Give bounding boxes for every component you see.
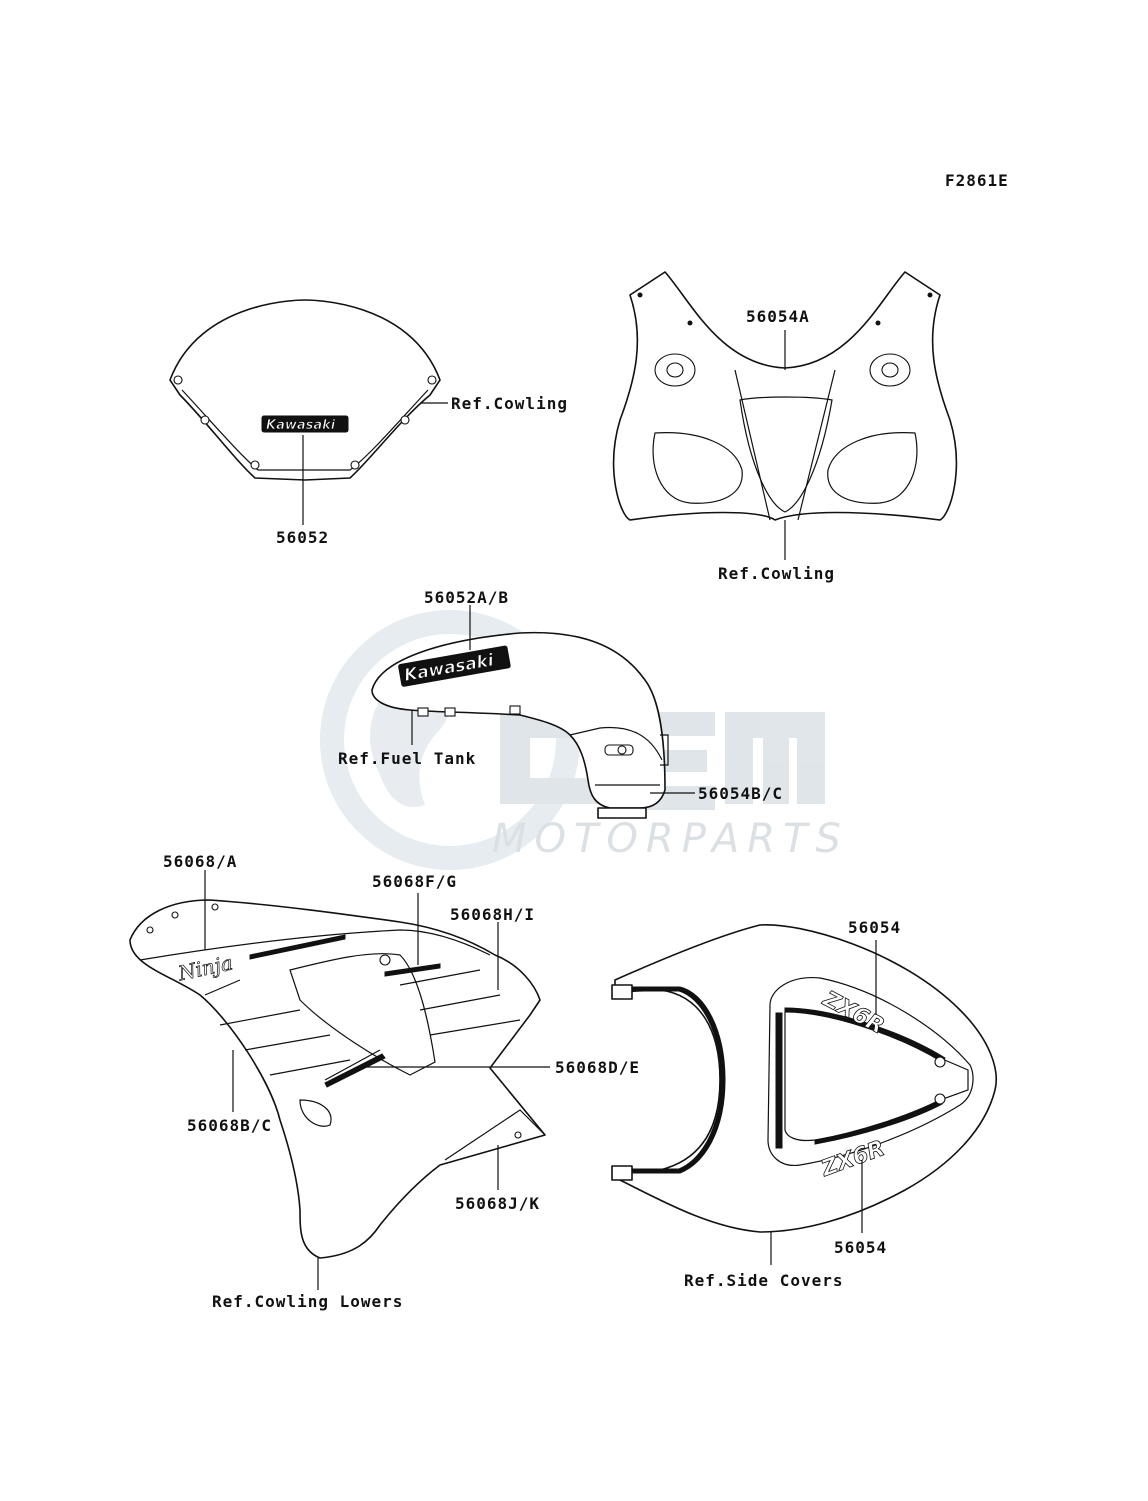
windshield-decal-text: Kawasaki: [266, 418, 336, 433]
fuel-tank-part: Kawasaki: [371, 631, 669, 819]
cowling-side-part: Ninja: [129, 899, 546, 1259]
label-56068FG: 56068F/G: [372, 872, 457, 891]
label-56052AB: 56052A/B: [424, 588, 509, 607]
ref-cowling-lowers: Ref.Cowling Lowers: [212, 1292, 403, 1311]
figure-code: F2861E: [945, 171, 1009, 190]
label-56068A: 56068/A: [163, 852, 237, 871]
label-56068JK: 56068J/K: [455, 1194, 540, 1213]
watermark-globe: [320, 610, 580, 870]
upper-cowling-part: [612, 271, 958, 521]
label-56068HI: 56068H/I: [450, 905, 535, 924]
watermark-continent: [370, 682, 449, 807]
ref-side-covers: Ref.Side Covers: [684, 1271, 844, 1290]
windshield-decal: Kawasaki: [261, 415, 349, 433]
label-56054-bottom: 56054: [834, 1238, 887, 1257]
windshield-part: Kawasaki: [169, 299, 441, 481]
label-56068BC: 56068B/C: [187, 1116, 272, 1135]
side-covers-part: ZX6R ZX6R: [611, 924, 997, 1233]
label-56054-top: 56054: [848, 918, 901, 937]
watermark-text: MOTORPARTS: [492, 816, 849, 862]
ref-cowling-windshield: Ref.Cowling: [451, 394, 568, 413]
label-56054A: 56054A: [746, 307, 810, 326]
label-56052: 56052: [276, 528, 329, 547]
label-56068DE: 56068D/E: [555, 1058, 640, 1077]
label-56054BC: 56054B/C: [698, 784, 783, 803]
ref-fuel-tank: Ref.Fuel Tank: [338, 749, 476, 768]
ref-cowling-upper: Ref.Cowling: [718, 564, 835, 583]
